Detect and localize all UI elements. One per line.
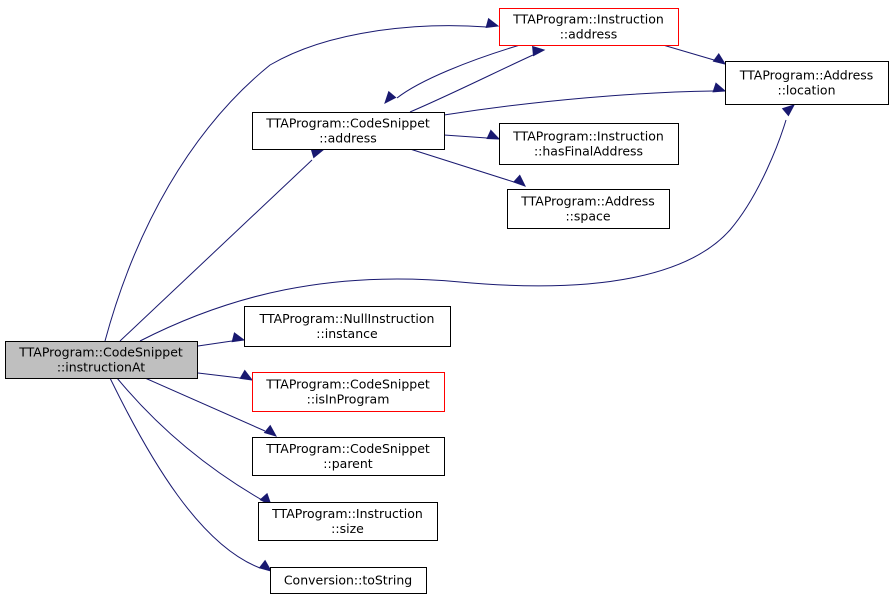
edge-instructionAt-to-null_instance [197, 332, 246, 347]
edge-cs_address-to-instr_address [409, 45, 546, 113]
node-box[interactable] [499, 8, 679, 46]
edge-line [144, 377, 266, 432]
node-label-line2: ::instance [316, 326, 378, 341]
arrow-head-icon [781, 104, 796, 117]
edge-cs_address-to-addr_space [409, 148, 526, 187]
node-label-line2: ::address [319, 131, 377, 146]
node-instr-address[interactable]: TTAProgram::Instruction::address [499, 8, 679, 46]
node-label-line1: TTAProgram::Address [739, 68, 874, 83]
arrow-head-icon [263, 424, 278, 437]
node-hasFinalAddress[interactable]: TTAProgram::Instruction::hasFinalAddress [499, 123, 679, 165]
node-label-line2: ::parent [323, 456, 372, 471]
node-label-line1: TTAProgram::Instruction [271, 506, 423, 521]
edge-line [443, 134, 488, 139]
node-label-line2: ::location [777, 83, 835, 98]
edge-instr_address-to-addr_location [662, 44, 727, 65]
node-label-line1: Conversion::toString [284, 573, 412, 588]
edge-instructionAt-to-cs_parent [144, 377, 278, 437]
edge-line [197, 372, 241, 379]
node-label-line2: ::instructionAt [57, 360, 145, 375]
edge-line [104, 25, 488, 342]
node-label-line1: TTAProgram::CodeSnippet [265, 377, 430, 392]
node-label-line1: TTAProgram::Instruction [512, 129, 664, 144]
edge-line [409, 148, 515, 183]
node-box[interactable] [725, 61, 889, 105]
node-isInProgram[interactable]: TTAProgram::CodeSnippet::isInProgram [252, 372, 445, 412]
node-box[interactable] [258, 502, 438, 541]
node-addr-space[interactable]: TTAProgram::Address::space [507, 189, 670, 229]
arrow-head-icon [231, 332, 246, 343]
node-instr-size[interactable]: TTAProgram::Instruction::size [258, 502, 438, 541]
arrow-head-icon [712, 52, 727, 65]
arrow-head-icon [485, 17, 500, 29]
node-label-line1: TTAProgram::CodeSnippet [265, 116, 430, 131]
arrow-head-icon [310, 148, 325, 159]
arrow-head-icon [239, 369, 254, 381]
node-box[interactable] [270, 567, 427, 594]
node-box[interactable] [244, 306, 451, 347]
node-toString[interactable]: Conversion::toString [270, 567, 427, 594]
node-box[interactable] [252, 112, 445, 150]
node-label-line1: TTAProgram::CodeSnippet [18, 345, 183, 360]
node-label-line1: TTAProgram::Instruction [512, 12, 664, 27]
node-null-instance[interactable]: TTAProgram::NullInstruction::instance [244, 306, 451, 347]
nodes: TTAProgram::CodeSnippet::instructionAtTT… [5, 8, 889, 594]
node-label-line1: TTAProgram::NullInstruction [259, 311, 435, 326]
node-label-line1: TTAProgram::Address [520, 194, 655, 209]
node-box[interactable] [507, 189, 670, 229]
arrow-head-icon [258, 559, 273, 572]
edge-instr_address-to-cs_address [384, 44, 521, 105]
node-label-line2: ::address [560, 27, 618, 42]
arrow-head-icon [512, 174, 526, 187]
arrow-head-icon [384, 90, 397, 105]
edge-line [409, 54, 534, 113]
node-box[interactable] [252, 437, 445, 476]
arrow-head-icon [532, 45, 546, 57]
node-label-line2: ::hasFinalAddress [534, 144, 643, 159]
edge-instructionAt-to-addr_location [139, 104, 796, 342]
node-instructionAt[interactable]: TTAProgram::CodeSnippet::instructionAt [5, 341, 198, 379]
node-cs-address[interactable]: TTAProgram::CodeSnippet::address [252, 112, 445, 150]
edge-line [662, 44, 715, 61]
edge-line [119, 159, 313, 342]
edge-line [197, 340, 233, 347]
edge-cs_address-to-addr_location [443, 82, 727, 116]
edge-line [139, 119, 787, 342]
edge-instructionAt-to-toString [109, 377, 273, 572]
node-label-line2: ::space [565, 209, 610, 224]
node-addr-location[interactable]: TTAProgram::Address::location [725, 61, 889, 105]
node-label-line2: ::isInProgram [307, 392, 390, 407]
node-cs-parent[interactable]: TTAProgram::CodeSnippet::parent [252, 437, 445, 476]
edge-instructionAt-to-instr_size [116, 377, 272, 506]
node-box[interactable] [252, 372, 445, 412]
node-label-line1: TTAProgram::CodeSnippet [265, 441, 430, 456]
edge-instructionAt-to-isInProgram [197, 369, 254, 381]
node-box[interactable] [499, 123, 679, 165]
edge-instructionAt-to-instr_address [104, 17, 500, 342]
node-box[interactable] [5, 341, 198, 379]
node-label-line2: ::size [331, 521, 364, 536]
edge-line [116, 377, 263, 501]
edge-line [396, 44, 521, 99]
arrow-head-icon [486, 129, 501, 140]
edge-cs_address-to-hasFinalAddress [443, 129, 501, 140]
arrow-head-icon [712, 82, 727, 93]
edges [104, 17, 796, 572]
edge-line [443, 90, 714, 116]
edge-line [109, 377, 261, 569]
